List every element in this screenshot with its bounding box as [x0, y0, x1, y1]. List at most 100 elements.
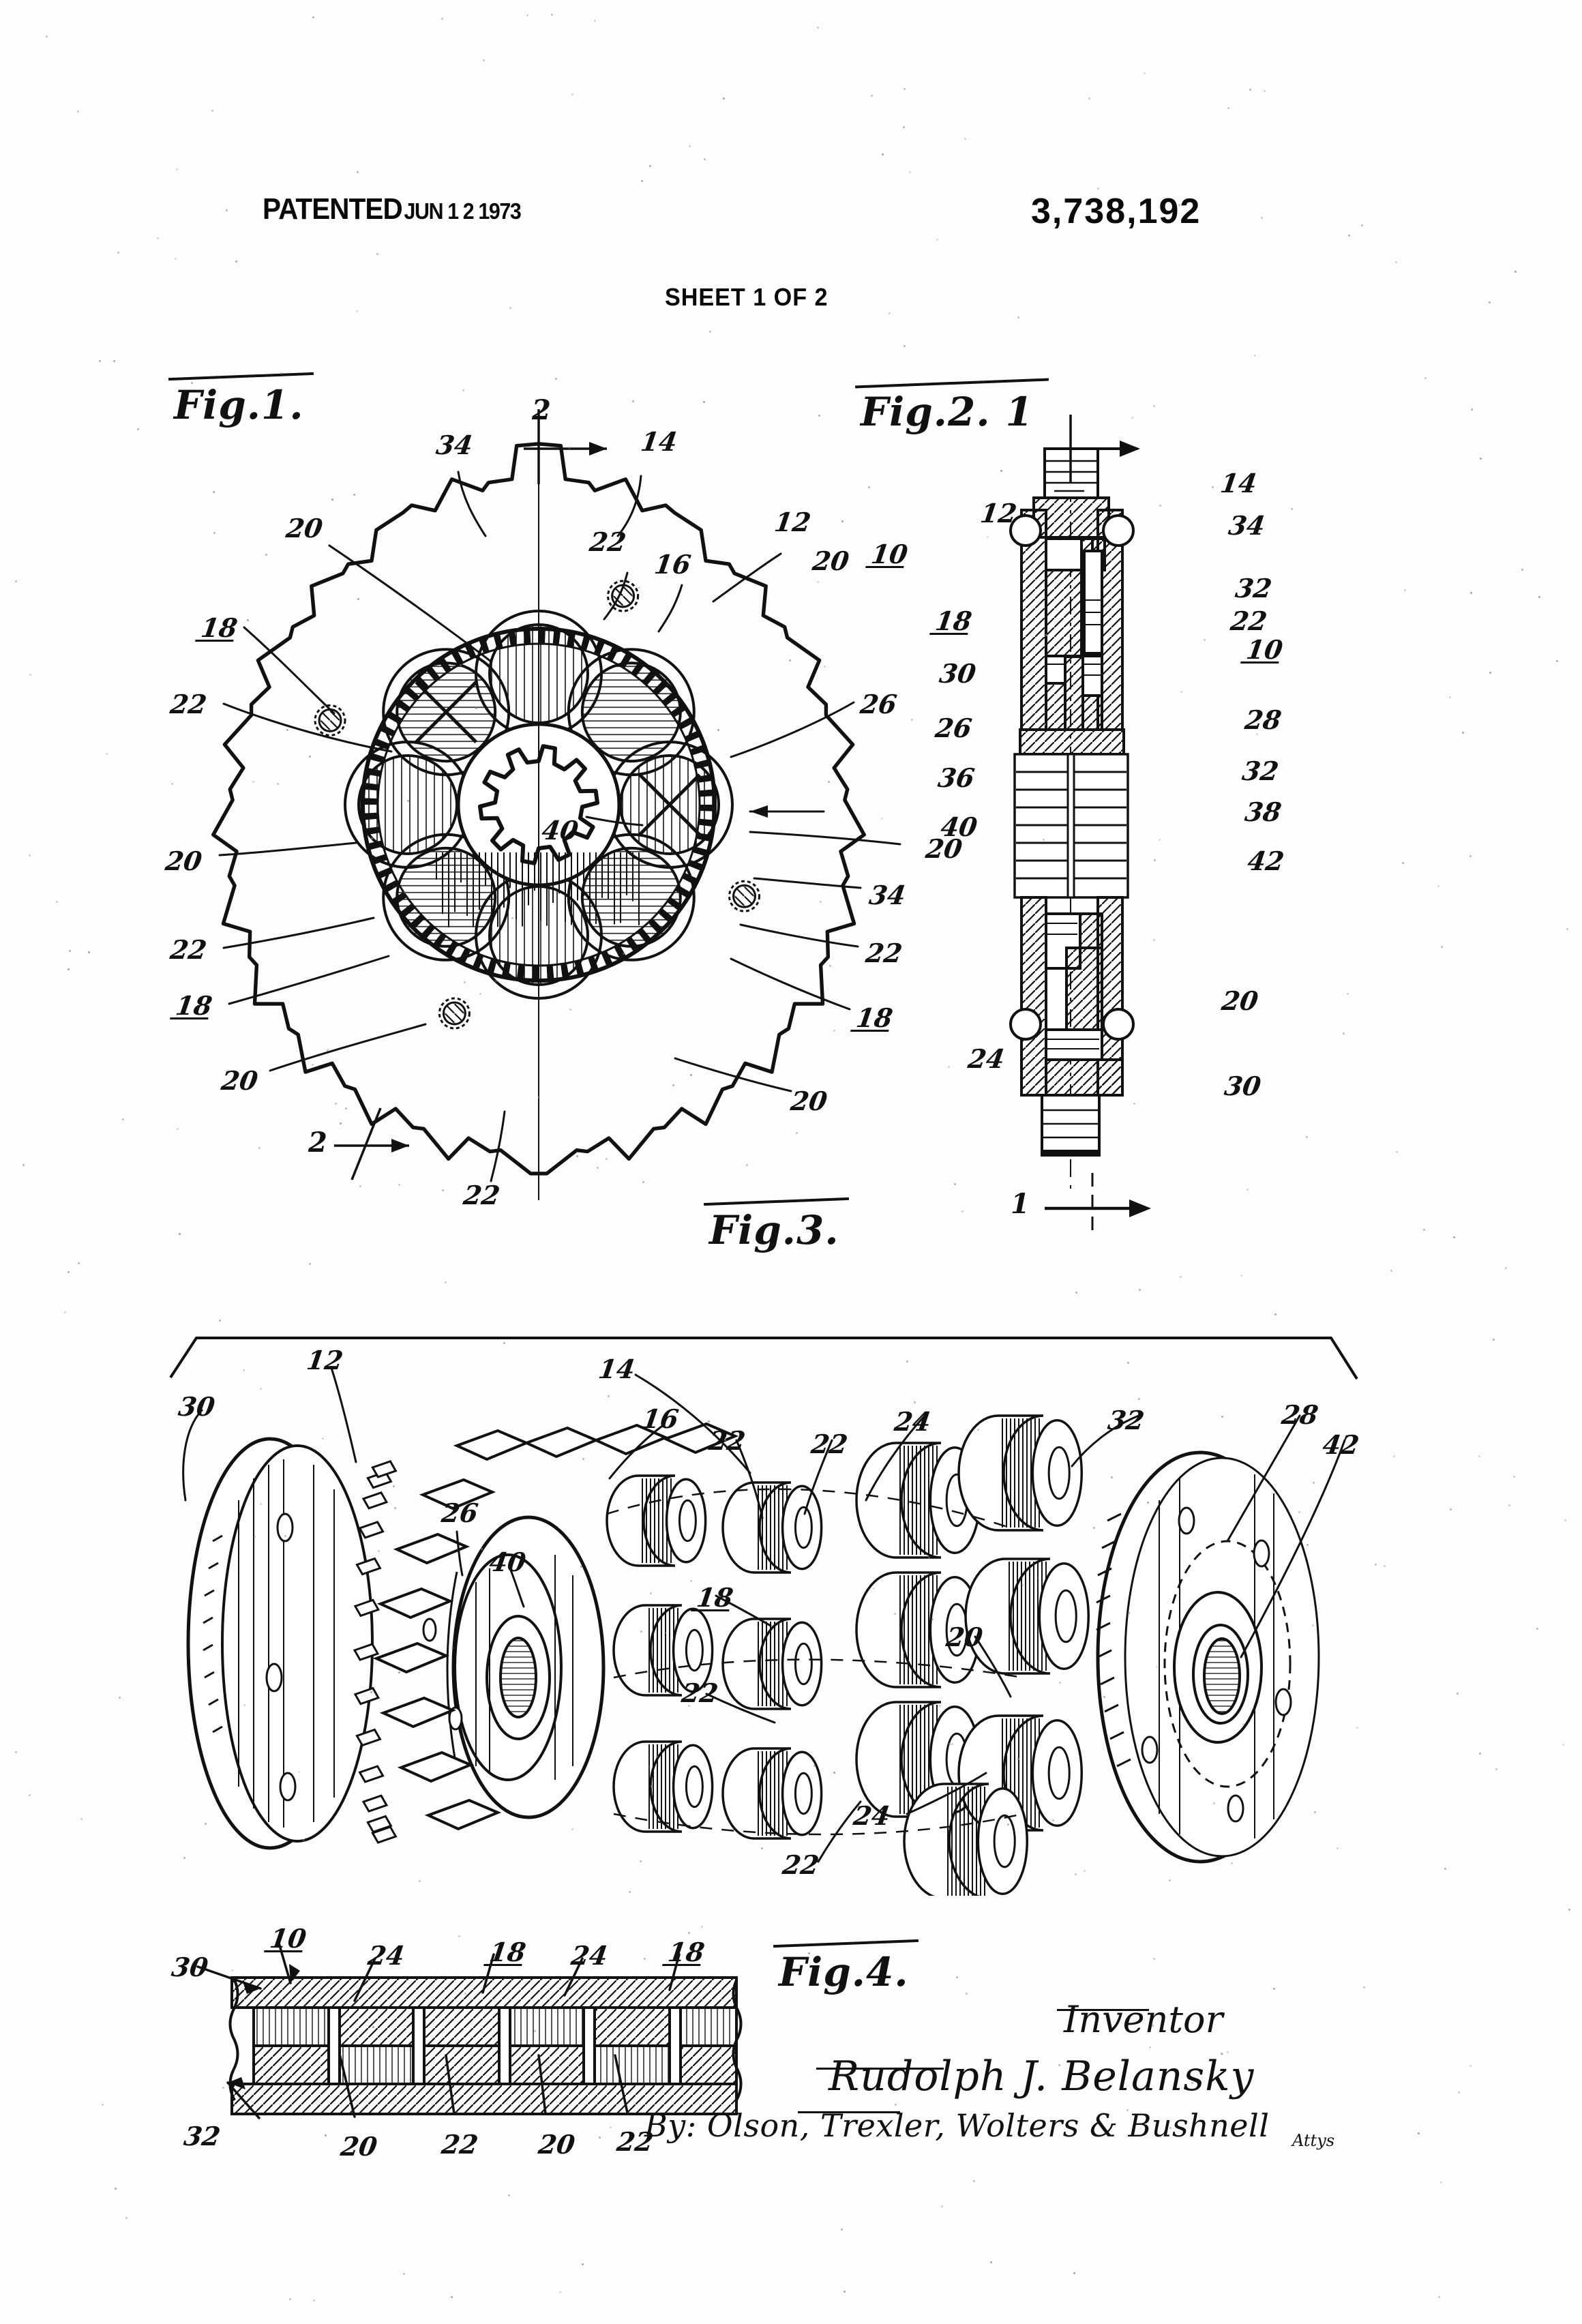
paper-speck [956, 1976, 959, 1979]
paper-speck [444, 1281, 447, 1283]
ref-numeral-fig2-40-13: 40 [938, 811, 980, 842]
paper-speck [1103, 1696, 1105, 1699]
paper-speck [156, 237, 159, 240]
paper-speck [23, 1163, 25, 1166]
paper-speck [311, 1064, 314, 1067]
paper-speck [1437, 884, 1440, 887]
paper-speck [987, 536, 989, 539]
paper-speck [1342, 1032, 1345, 1034]
paper-speck [1469, 2064, 1472, 2067]
inventor-label: Inventor [1056, 1998, 1223, 2041]
paper-speck [949, 1742, 951, 1745]
paper-speck [651, 1785, 653, 1787]
paper-speck [936, 238, 939, 241]
paper-speck [392, 1485, 395, 1488]
paper-speck [808, 1952, 811, 1955]
fig3-drawing [169, 1337, 1358, 1896]
paper-speck [674, 884, 676, 887]
paper-speck [1538, 596, 1541, 599]
ref-numeral-fig4-18-3: 18 [487, 1937, 528, 1967]
paper-speck [303, 1838, 305, 1841]
ref-numeral-fig2-24-16: 24 [966, 1043, 1007, 1074]
paper-speck [1058, 2064, 1061, 2067]
paper-speck [1536, 1628, 1539, 1630]
ref-numeral-fig1-18-8: 18 [198, 612, 240, 643]
paper-speck [709, 331, 712, 333]
paper-speck [464, 1992, 467, 1995]
ref-numeral-fig3-40-5: 40 [487, 1547, 528, 1577]
ref-numeral-fig4-20-9: 20 [536, 2129, 578, 2160]
paper-speck [176, 168, 179, 171]
paper-speck [597, 1167, 599, 1170]
paper-speck [509, 306, 512, 309]
paper-speck [1263, 90, 1266, 93]
fig2-label-text: Fig.2. [861, 389, 991, 435]
paper-speck [841, 520, 844, 522]
paper-speck [242, 1369, 245, 1371]
paper-speck [1403, 589, 1406, 591]
paper-speck [1249, 89, 1252, 91]
paper-speck [760, 1847, 763, 1850]
paper-speck [458, 1935, 460, 1937]
paper-speck [1152, 1957, 1155, 1960]
paper-speck [911, 719, 914, 721]
paper-speck [231, 1969, 234, 1972]
fig3-label: Fig.3. [709, 1207, 839, 1253]
paper-speck [324, 2134, 327, 2136]
ref-numeral-fig1-14-1: 14 [638, 426, 680, 457]
patent-number: 3,738,192 [1031, 192, 1202, 231]
paper-speck [1374, 1564, 1377, 1566]
ref-numeral-fig2-32-11: 32 [1240, 756, 1281, 786]
paper-speck [1240, 1274, 1242, 1277]
paper-speck [344, 1107, 347, 1109]
paper-speck [183, 1857, 185, 1860]
paper-speck [63, 1311, 66, 1314]
paper-speck [117, 252, 120, 254]
paper-speck [1097, 188, 1100, 190]
attorney-suffix: Attys [1292, 2131, 1335, 2150]
paper-speck [1568, 1909, 1570, 1911]
paper-speck [972, 2180, 975, 2182]
paper-speck [370, 1691, 373, 1694]
fig4-label: Fig.4. [779, 1949, 909, 1995]
ref-numeral-fig1-20-11: 20 [163, 846, 205, 876]
ref-numeral-fig1-22-21: 22 [461, 1180, 503, 1210]
paper-speck [1438, 2296, 1441, 2299]
paper-speck [280, 372, 282, 374]
paper-speck [1469, 855, 1472, 858]
paper-speck [125, 2217, 128, 2220]
paper-speck [903, 345, 906, 348]
paper-speck [867, 486, 870, 488]
paper-speck [906, 1360, 908, 1362]
ref-numeral-fig1-26-10: 26 [858, 689, 899, 719]
paper-speck [29, 854, 31, 856]
paper-speck [722, 98, 725, 100]
paper-speck [581, 2263, 584, 2265]
paper-speck [1006, 1823, 1009, 1826]
paper-speck [1313, 1811, 1316, 1814]
ref-numeral-fig2-22-4: 22 [1228, 606, 1270, 636]
paper-speck [951, 1742, 954, 1745]
paper-speck [1017, 1758, 1019, 1761]
ref-numeral-fig1-10-7: 10 [869, 539, 910, 569]
ref-numeral-fig1-20-2: 20 [284, 513, 325, 543]
paper-speck [703, 158, 706, 160]
paper-speck [1169, 2127, 1172, 2130]
paper-speck [1092, 1527, 1095, 1530]
paper-speck [609, 2126, 612, 2128]
paper-speck [829, 965, 831, 968]
paper-speck [1036, 1577, 1039, 1579]
paper-speck [121, 1118, 124, 1121]
paper-speck [1274, 1313, 1277, 1316]
ref-numeral-fig4-30-1: 30 [169, 1952, 211, 1982]
ref-numeral-fig2-14-0: 14 [1218, 468, 1259, 498]
paper-speck [1313, 1482, 1315, 1485]
paper-speck [1401, 861, 1404, 864]
fig2-label: Fig.2.1 [861, 389, 1034, 435]
ref-numeral-fig1-22-3: 22 [587, 526, 629, 557]
paper-speck [1156, 1666, 1159, 1669]
paper-speck [1247, 1188, 1249, 1191]
paper-speck [702, 401, 705, 404]
paper-speck [1213, 1802, 1216, 1805]
paper-speck [1180, 691, 1182, 694]
